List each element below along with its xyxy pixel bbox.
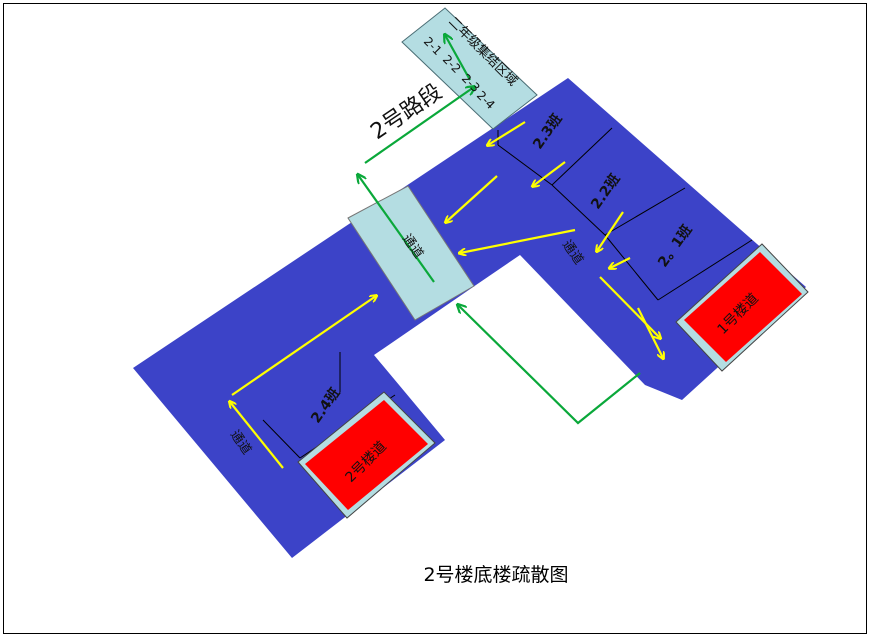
green-arrows [358,35,641,425]
corridor-block [347,185,475,321]
assembly-zone [401,7,538,130]
stair-1 [675,243,809,372]
stair-2 [297,391,436,519]
building-floor [133,78,806,558]
yellow-arrows [230,121,663,469]
diagram-caption: 2号楼底楼疏散图 [423,564,569,586]
